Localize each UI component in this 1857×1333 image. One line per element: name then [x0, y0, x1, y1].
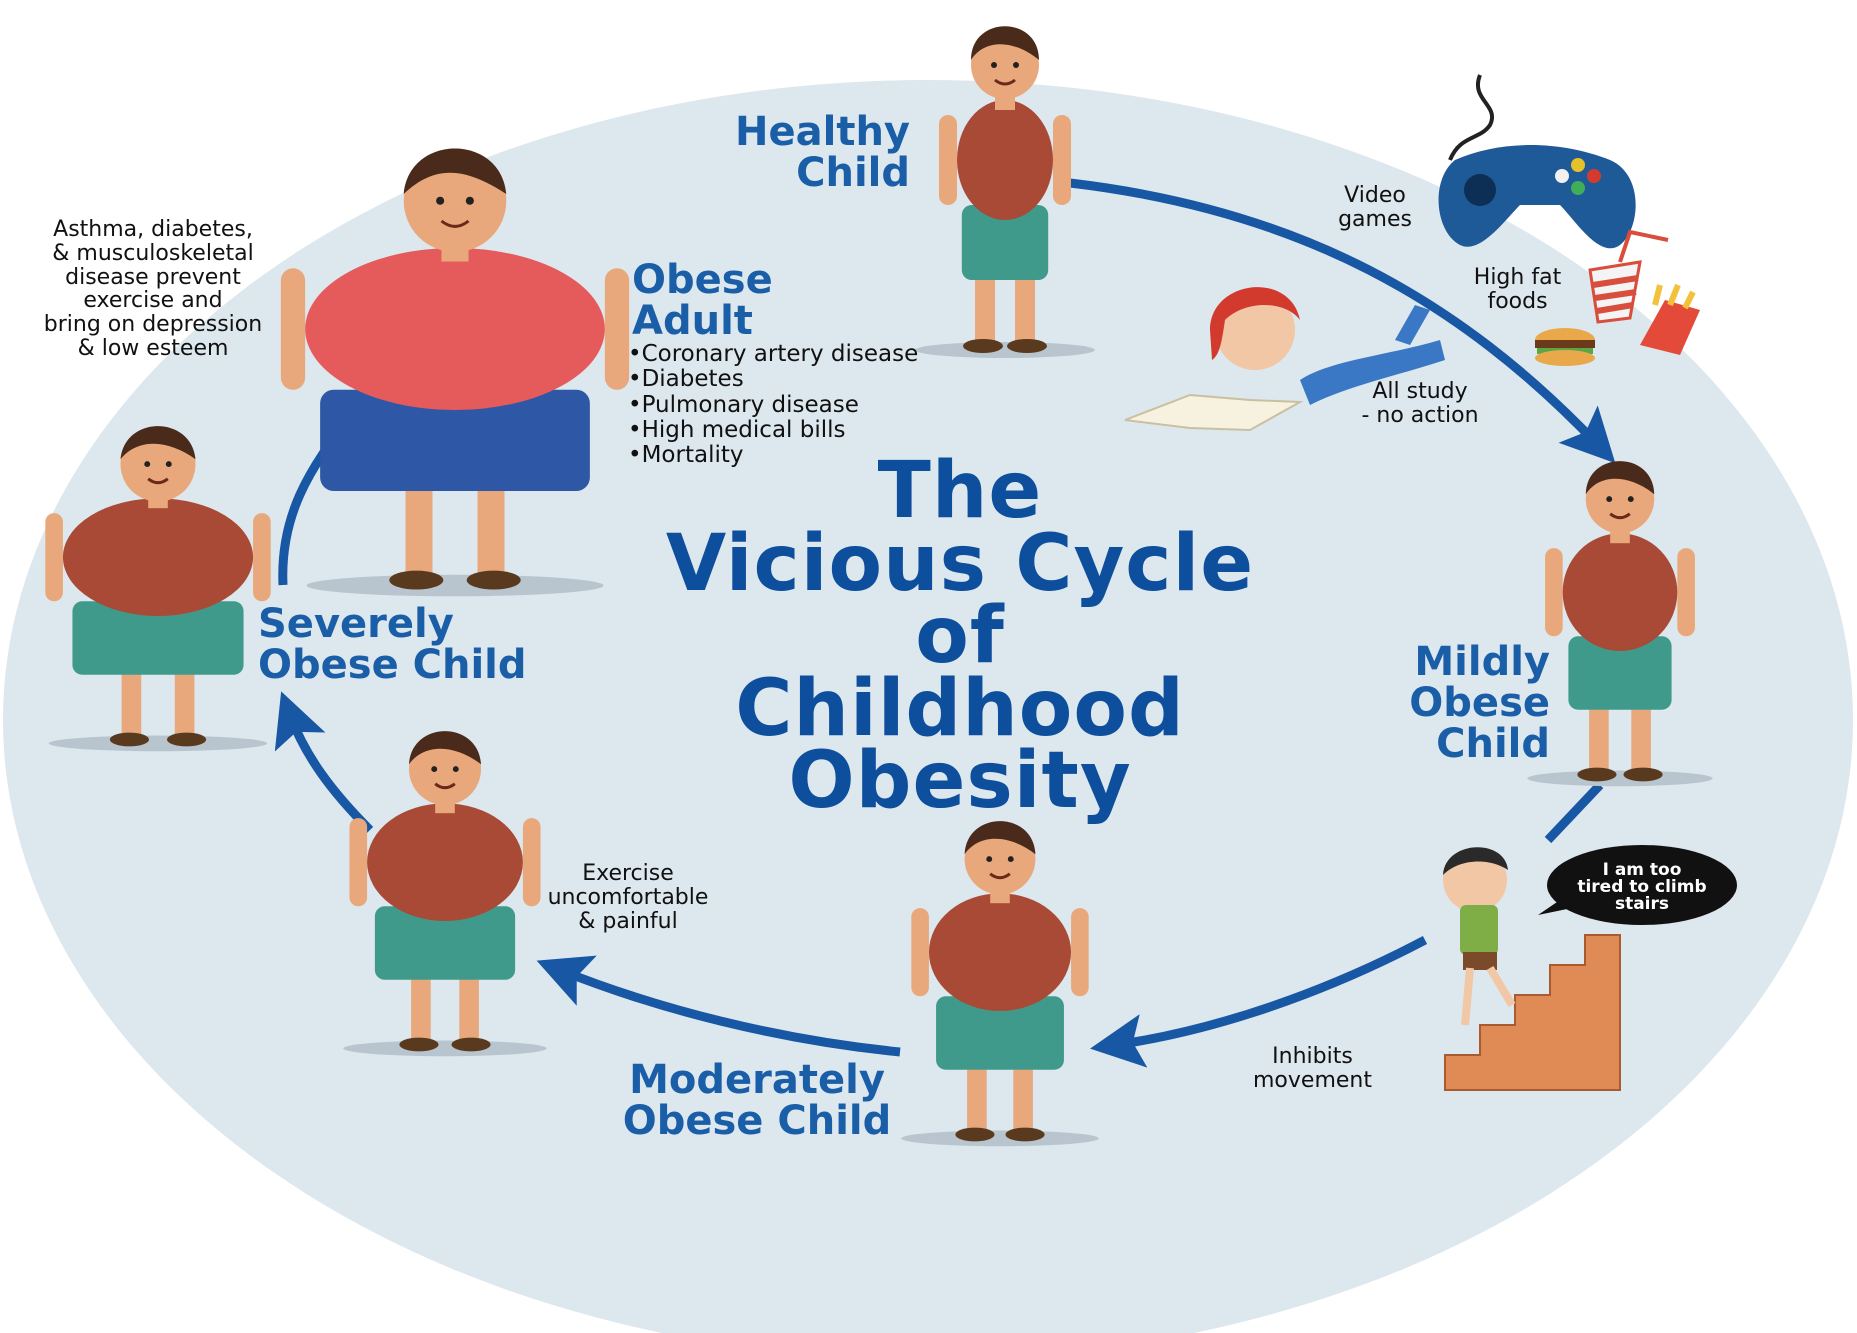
- adult-label-line1: Obese: [632, 257, 773, 303]
- inhibits-line1: Inhibits: [1272, 1044, 1353, 1069]
- moderate-label-line2: Obese Child: [622, 1097, 892, 1144]
- title-line-2: Vicious Cycle: [665, 518, 1255, 609]
- asthma-line3: disease prevent: [65, 264, 241, 290]
- video-games-line2: games: [1338, 206, 1412, 232]
- all-study-note: All study - no action: [1340, 380, 1500, 428]
- bubble-line2: tired to climb: [1577, 877, 1707, 897]
- title-line-3: of: [915, 591, 1005, 682]
- severe-label-line1: Severely: [258, 601, 454, 647]
- healthy-label-line1: Healthy: [735, 109, 910, 155]
- tired-boy-stairs-illustration: [1443, 847, 1621, 1091]
- high-fat-line1: High fat: [1473, 265, 1562, 290]
- arrow-healthy-to-mild: [1069, 178, 1616, 464]
- all-study-line2: - no action: [1361, 402, 1479, 428]
- mild-label-line1: Mildly: [1414, 639, 1550, 685]
- obese-adult-label: Obese Adult: [632, 260, 832, 342]
- adult-condition-item: Coronary artery disease: [628, 341, 919, 367]
- moderate-label-line1: Moderately: [629, 1057, 885, 1103]
- inhibits-movement-note: Inhibits movement: [1225, 1045, 1400, 1093]
- inhibits-line2: movement: [1253, 1067, 1372, 1093]
- exercise-line1: Exercise: [582, 861, 674, 886]
- mildly-obese-child-figure: [1527, 461, 1713, 787]
- arrow-stairs-to-moderate: [1090, 936, 1428, 1068]
- high-fat-line2: foods: [1487, 288, 1548, 314]
- asthma-line2: & musculoskeletal: [52, 240, 254, 266]
- fast-food-icon: [1535, 229, 1700, 366]
- obese-adult-figure: [280, 148, 630, 597]
- moderately-obese-child-figure: [901, 821, 1099, 1147]
- exercise-line2: uncomfortable: [547, 884, 709, 910]
- asthma-line4: exercise and: [83, 288, 223, 314]
- asthma-note: Asthma, diabetes, & musculoskeletal dise…: [8, 218, 298, 361]
- asthma-line6: & low esteem: [77, 335, 229, 361]
- speech-bubble: [1538, 845, 1737, 925]
- severely-obese-child-figure: [45, 426, 271, 752]
- asthma-line5: bring on depression: [43, 312, 263, 337]
- high-fat-foods-note: High fat foods: [1455, 266, 1580, 314]
- adult-condition-item: High medical bills: [628, 417, 918, 443]
- title-line-4: Childhood: [735, 663, 1185, 754]
- figures: [45, 26, 1713, 1147]
- mildly-obese-child-label: Mildly Obese Child: [1380, 642, 1550, 764]
- exercise-note: Exercise uncomfortable & painful: [528, 862, 728, 933]
- exercise-line3: & painful: [578, 908, 678, 934]
- healthy-child-figure: [915, 26, 1095, 358]
- severe-label-line2: Obese Child: [258, 641, 527, 688]
- arrow-mild-to-stairs: [1544, 781, 1604, 844]
- arrow-to-severe: [274, 691, 374, 834]
- all-study-line1: All study: [1372, 379, 1468, 404]
- adult-condition-item: Pulmonary disease: [628, 392, 918, 418]
- video-games-note: Video games: [1310, 184, 1440, 232]
- severely-obese-child-label: Severely Obese Child: [258, 604, 578, 686]
- girl-reading-illustration: [1124, 287, 1445, 432]
- moderately-obese-child-label: Moderately Obese Child: [598, 1060, 916, 1142]
- arrow-moderate-to-severe-link: [536, 955, 901, 1057]
- healthy-label-line2: Child: [796, 149, 910, 196]
- bubble-line3: stairs: [1614, 894, 1670, 914]
- mild-label-line2: Obese: [1409, 679, 1550, 726]
- video-games-line1: Video: [1344, 183, 1406, 208]
- game-controller-icon: [1438, 74, 1636, 249]
- adult-conditions-list: Coronary artery disease Diabetes Pulmona…: [628, 341, 919, 468]
- adult-condition-item: Mortality: [628, 442, 918, 468]
- bubble-line1: I am too: [1602, 860, 1682, 880]
- asthma-line1: Asthma, diabetes,: [53, 217, 253, 242]
- diagram-title: The Vicious Cycle of Childhood Obesity: [560, 452, 1360, 827]
- title-line-5: Obesity: [788, 736, 1132, 827]
- healthy-child-label: Healthy Child: [700, 112, 910, 194]
- speech-bubble-text: I am too tired to climb stairs: [1558, 862, 1726, 913]
- adult-label-line2: Adult: [632, 297, 753, 344]
- mild-label-line3: Child: [1436, 720, 1550, 767]
- obese-child-figure: [343, 731, 547, 1057]
- adult-condition-item: Diabetes: [628, 366, 918, 392]
